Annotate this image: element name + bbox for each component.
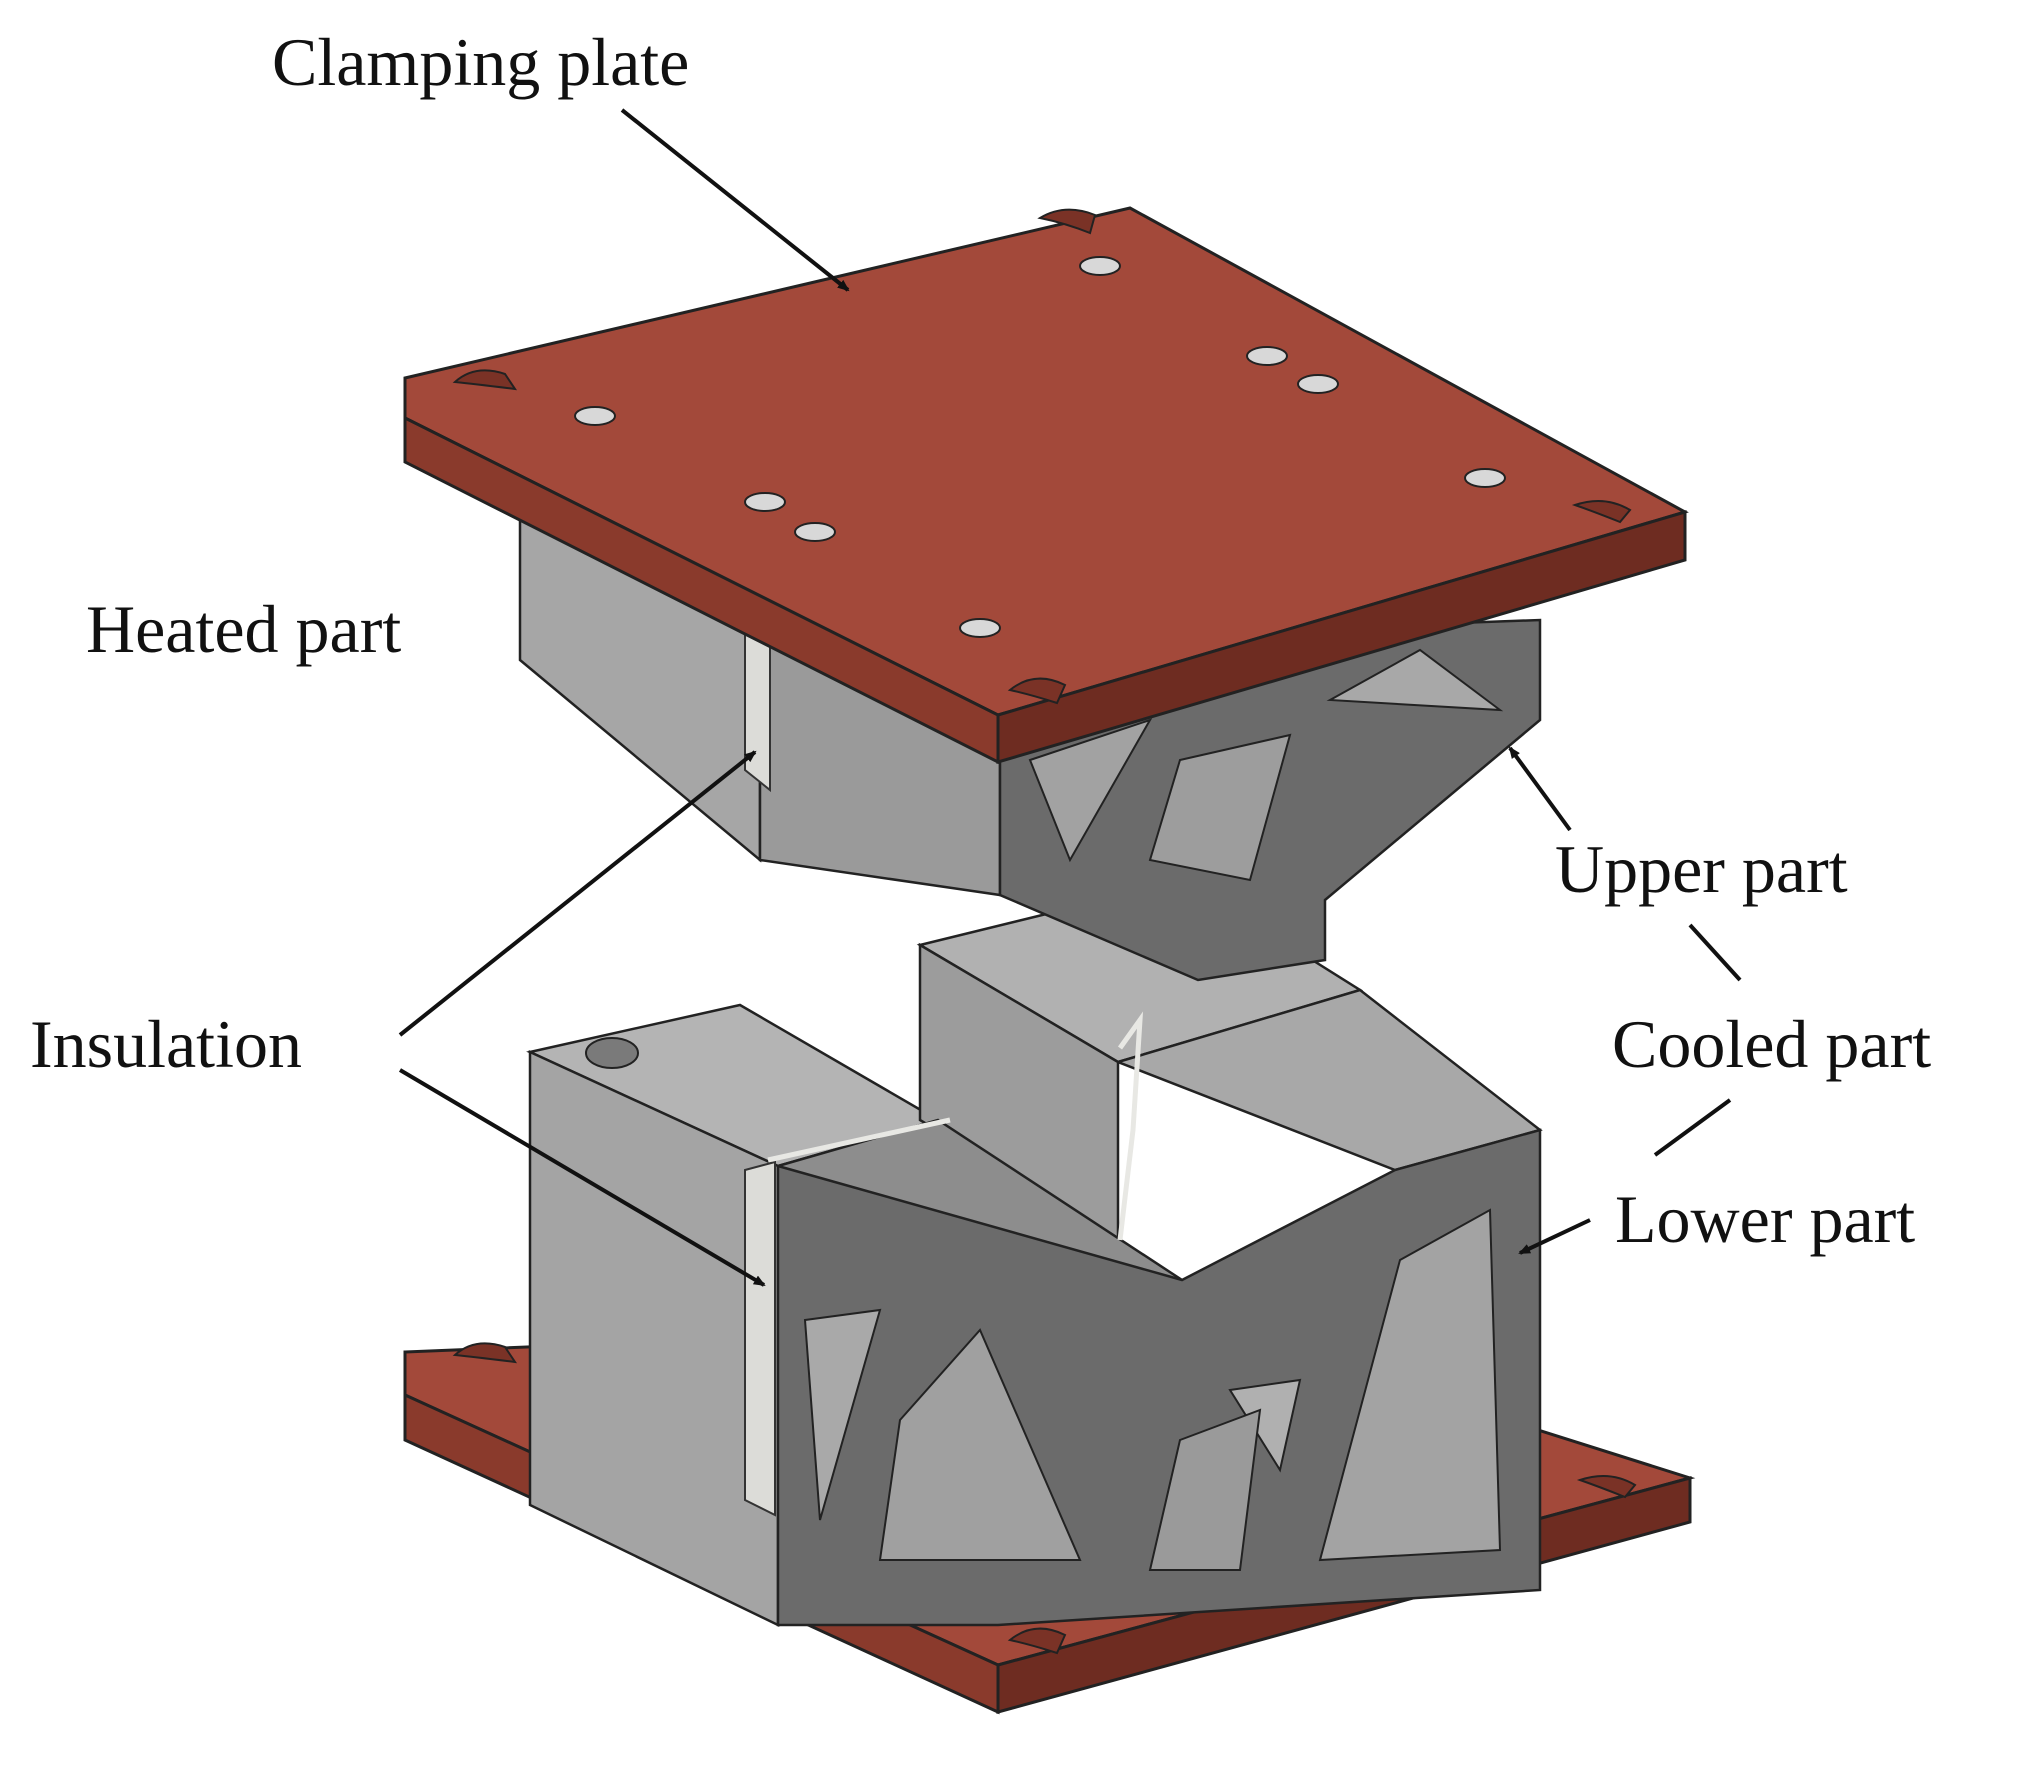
callout-lines [398,108,1742,1287]
upper-clamping-plate [403,206,1689,765]
lower-part-arrow [1518,1218,1591,1255]
lower-part [526,878,1543,1627]
insulation-arrow-lower [398,1068,766,1287]
lower-part-label: Lower part [1615,1181,1916,1257]
clamping-plate-arrow [620,108,850,292]
cooled-part-bracket-upper [1688,923,1742,982]
upper-part-label: Upper part [1555,831,1848,907]
clamping-plate-label: Clamping plate [272,24,690,100]
upper-part-arrow [1508,746,1572,832]
insulation-arrow-upper [398,750,757,1037]
cooled-part-label: Cooled part [1612,1006,1932,1082]
insulation-label: Insulation [30,1006,302,1082]
cooled-part-bracket-lower [1653,1098,1732,1157]
heated-part-label: Heated part [86,591,402,667]
